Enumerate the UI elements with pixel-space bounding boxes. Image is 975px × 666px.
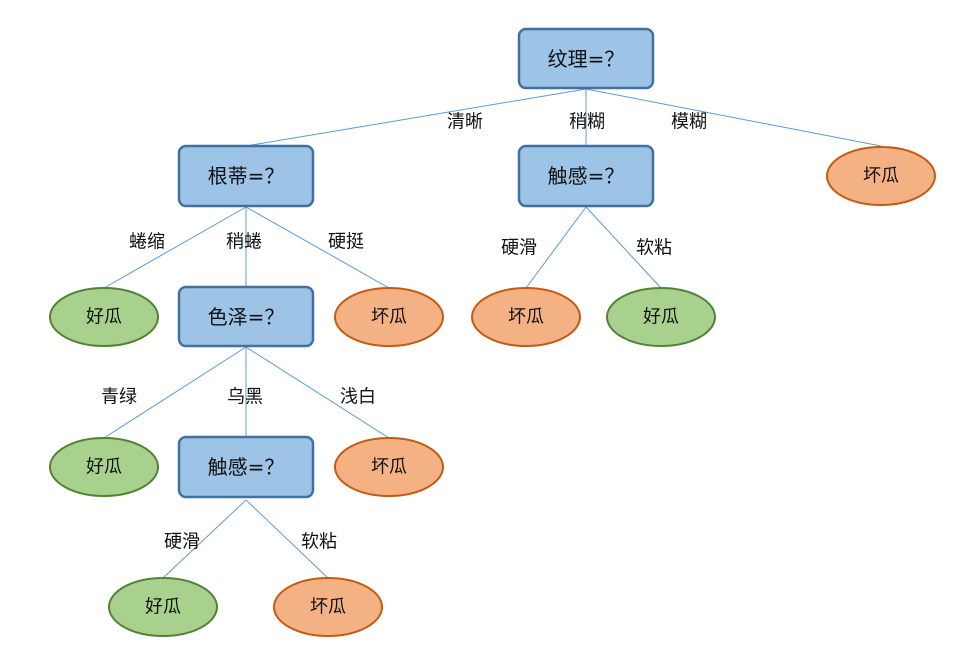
leaf-ruannian-2-label: 坏瓜 [310,597,346,618]
edge-label-yingting: 硬挺 [328,232,364,253]
node-gendi: 根蒂=？ [177,144,315,208]
leaf-yinghua-1-bad: 坏瓜 [471,287,581,347]
edge-label-ruannian-2: 软粘 [301,532,337,553]
edge-label-wuhei: 乌黑 [227,387,263,408]
edge-label-qingxi: 清晰 [447,112,483,133]
leaf-yingting-bad: 坏瓜 [334,287,444,347]
edge-chugan1-yh [525,206,587,289]
leaf-ruannian-1-good: 好瓜 [606,287,716,347]
leaf-yinghua-2-good: 好瓜 [108,577,218,637]
edge-root-mohu [585,88,882,147]
edge-chugan2-rn [245,499,329,579]
edge-root-gendi [245,88,587,147]
edge-label-mohu: 模糊 [671,112,707,133]
leaf-ruannian-1-label: 好瓜 [643,307,679,328]
leaf-qinglv-good: 好瓜 [49,437,159,497]
leaf-mohu-label: 坏瓜 [863,166,899,187]
edge-label-yinghua-2: 硬滑 [164,532,200,553]
leaf-qianbai-label: 坏瓜 [371,457,407,478]
edge-label-qianbai: 浅白 [340,387,376,408]
edge-label-qinglv: 青绿 [101,387,137,408]
node-gendi-label: 根蒂=？ [208,164,285,188]
leaf-quansuo-label: 好瓜 [86,307,122,328]
edge-label-shaohu: 稍糊 [569,112,605,133]
node-seze-label: 色泽=？ [208,305,285,329]
node-chugan-2-label: 触感=？ [208,455,285,479]
leaf-qinglv-label: 好瓜 [86,457,122,478]
edge-chugan2-yh [162,499,247,579]
edge-gendi-quan [103,206,247,289]
leaf-yinghua-1-label: 坏瓜 [508,307,544,328]
edge-labels: 清晰 稍糊 模糊 蜷缩 稍蜷 硬挺 硬滑 软粘 青绿 乌黑 浅白 硬滑 软粘 [101,112,707,553]
edge-label-ruannian-1: 软粘 [636,238,672,259]
leaf-yinghua-2-label: 好瓜 [145,597,181,618]
edge-lines [103,88,882,579]
leaf-quansuo-good: 好瓜 [49,287,159,347]
leaf-yingting-label: 坏瓜 [371,307,407,328]
node-chugan-2: 触感=？ [177,435,315,499]
node-seze: 色泽=？ [177,285,315,348]
node-wenli: 纹理=？ [517,27,655,90]
node-chugan-1-label: 触感=？ [548,164,625,188]
edge-label-quansuo: 蜷缩 [129,232,165,253]
edge-chugan1-rn [585,206,662,289]
node-wenli-label: 纹理=？ [548,47,625,71]
leaf-qianbai-bad: 坏瓜 [334,437,444,497]
edge-seze-ql [103,346,247,439]
edge-label-yinghua-1: 硬滑 [501,238,537,259]
leaf-mohu-bad: 坏瓜 [826,146,936,206]
edge-seze-qb [245,346,390,439]
leaf-ruannian-2-bad: 坏瓜 [273,577,383,637]
edge-gendi-ting [245,206,390,289]
node-chugan-1: 触感=？ [517,144,655,208]
edge-label-shaoquan: 稍蜷 [226,232,262,253]
